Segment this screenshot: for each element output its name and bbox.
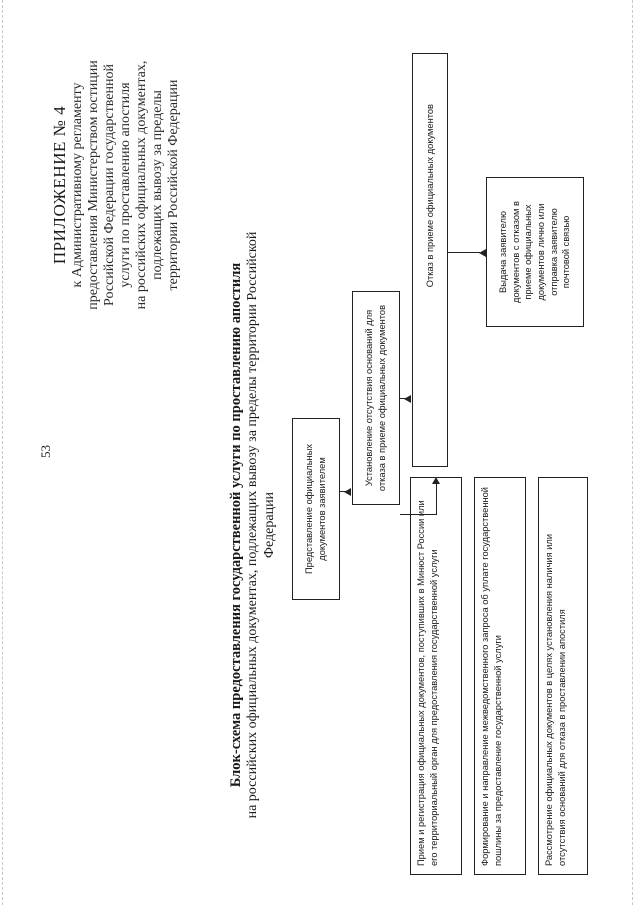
- box-refusal: Отказ в приеме официальных документов: [412, 53, 448, 467]
- page-number: 53: [38, 445, 53, 458]
- title-line-1: Блок-схема предоставления государственно…: [228, 262, 244, 788]
- box-step-review: Рассмотрение официальных документов в це…: [538, 477, 588, 875]
- box-submission: Представление официальных документов зая…: [292, 418, 340, 600]
- box-step-reception: Прием и регистрация официальных документ…: [410, 477, 462, 875]
- appendix-block: ПРИЛОЖЕНИЕ № 4 к Административному регла…: [50, 10, 182, 360]
- scan-edge: [2, 0, 3, 905]
- appendix-line: к Административному регламенту: [69, 82, 85, 288]
- appendix-line: Российской Федерации государственной: [101, 64, 117, 306]
- title-line-2: на российских официальных документах, по…: [245, 231, 278, 819]
- appendix-line: предоставления Министерством юстиции: [85, 60, 101, 310]
- arrow-up: [479, 249, 486, 257]
- appendix-line: территории Российской Федерации: [166, 79, 182, 291]
- document-title: Блок-схема предоставления государственно…: [228, 215, 279, 835]
- connector: [448, 251, 480, 253]
- connector: [400, 513, 436, 515]
- box-check: Установление отсутствия оснований для от…: [352, 291, 400, 505]
- arrow-right: [432, 477, 440, 484]
- connector: [436, 483, 438, 515]
- appendix-title: ПРИЛОЖЕНИЕ № 4: [50, 105, 69, 265]
- scan-edge: [632, 0, 633, 905]
- arrow-up: [404, 395, 411, 403]
- appendix-line: подлежащих вывозу за пределы: [150, 90, 166, 280]
- arrow-up: [344, 488, 351, 496]
- appendix-line: услуги по проставлению апостиля: [117, 82, 133, 288]
- box-return: Выдача заявителю документов с отказом в …: [486, 177, 584, 327]
- box-step-interagency: Формирование и направление межведомствен…: [474, 477, 526, 875]
- appendix-line: на российских официальных документах,: [133, 60, 149, 310]
